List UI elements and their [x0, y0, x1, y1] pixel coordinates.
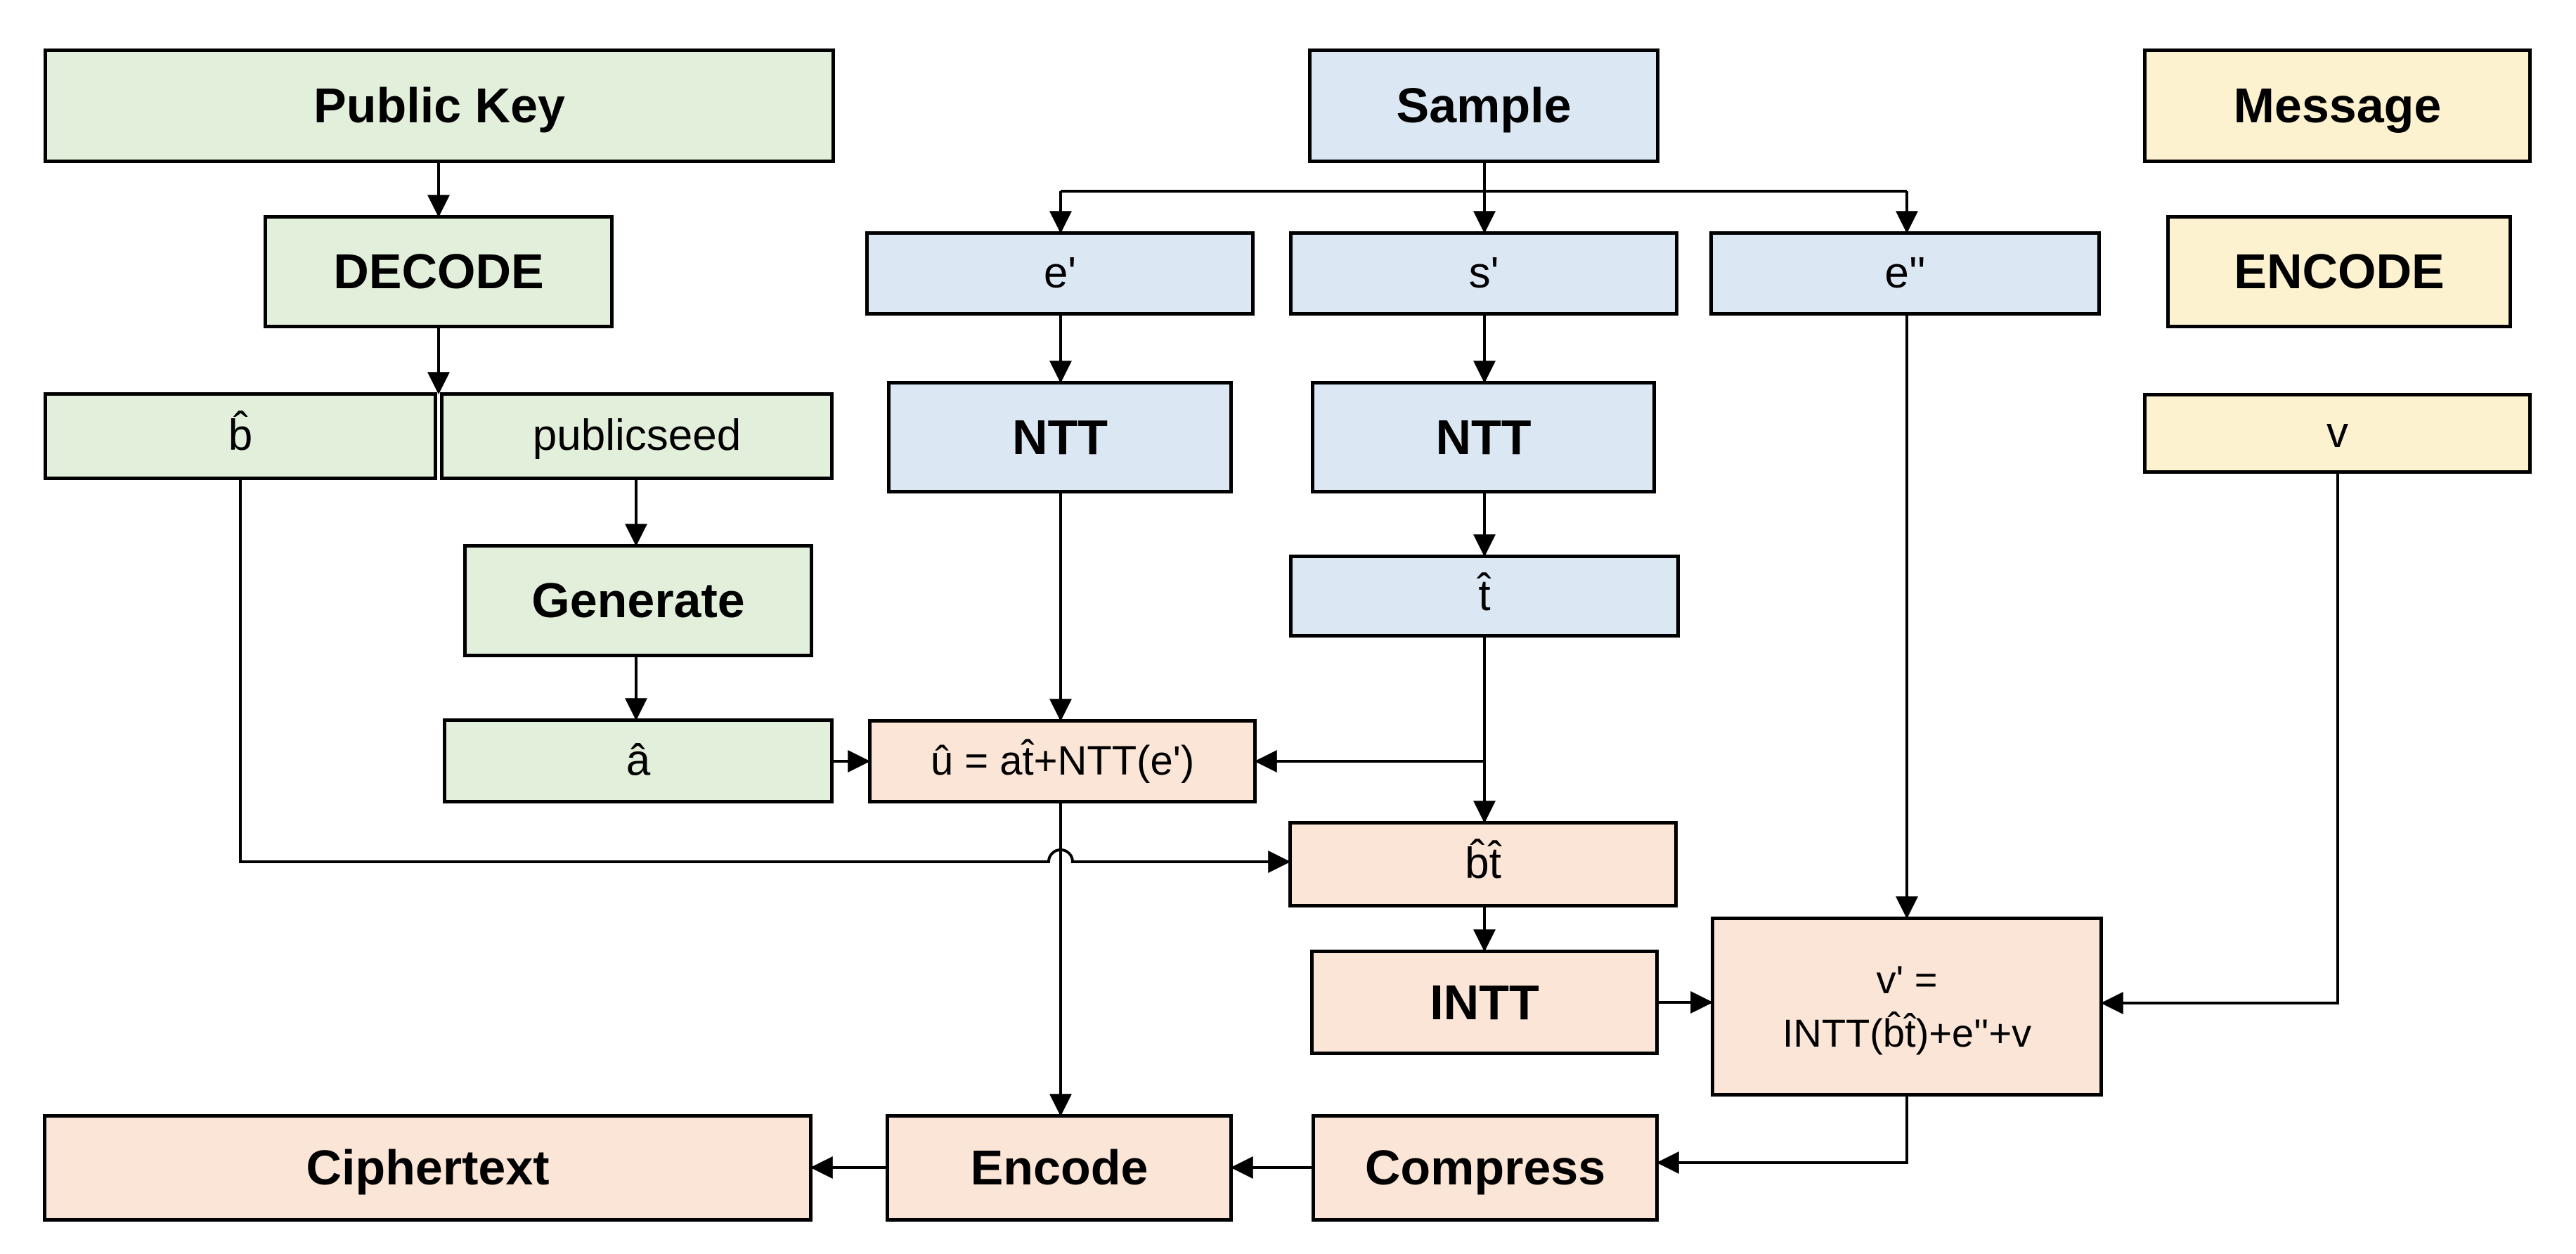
- node-generate: Generate: [463, 544, 813, 657]
- node-ciphertext: Ciphertext: [43, 1114, 813, 1222]
- node-ntt-e: NTT: [887, 381, 1233, 493]
- node-e-double-prime: e'': [1709, 231, 2101, 316]
- v-prime-line2: INTT(b̂t̂)+e''+v: [1782, 1011, 2032, 1055]
- arrow-bhat-bthat-with-hop: [239, 480, 1291, 873]
- node-e-prime: e': [865, 231, 1255, 316]
- node-ntt-s: NTT: [1311, 381, 1656, 493]
- node-sample: Sample: [1308, 49, 1659, 163]
- node-s-prime: s': [1289, 231, 1678, 316]
- node-v-prime-formula: v' = INTT(b̂t̂)+e''+v: [1711, 917, 2103, 1097]
- node-public-key: Public Key: [44, 49, 835, 163]
- node-encode-upper: ENCODE: [2166, 215, 2512, 328]
- node-publicseed: publicseed: [440, 392, 834, 480]
- node-message: Message: [2143, 49, 2532, 163]
- node-decode: DECODE: [264, 215, 614, 328]
- arrow-vprime-compress: [1656, 1097, 1908, 1174]
- v-prime-line1: v' =: [1876, 957, 1938, 1002]
- node-encode-lower: Encode: [886, 1114, 1233, 1222]
- node-b-hat: b̂: [44, 392, 437, 480]
- node-u-hat-formula: û = at̂+NTT(e'): [868, 719, 1257, 803]
- node-t-hat: t̂: [1289, 555, 1680, 638]
- node-compress: Compress: [1312, 1114, 1659, 1222]
- node-v: v: [2143, 393, 2532, 474]
- node-intt: INTT: [1310, 950, 1659, 1055]
- node-bt-hat: b̂t̂: [1288, 821, 1678, 907]
- node-a-hat: â: [443, 718, 834, 803]
- arrow-v-vprime: [2100, 474, 2339, 1014]
